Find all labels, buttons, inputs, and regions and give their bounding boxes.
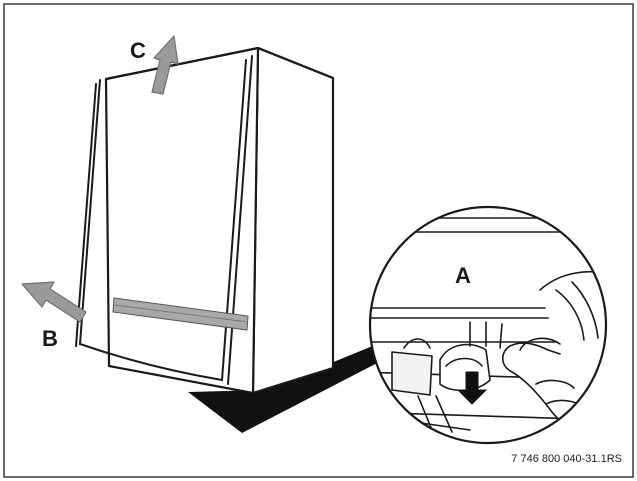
front-casing-panel: [75, 55, 253, 385]
boiler-unit: [104, 46, 335, 395]
detail-magnifier: [368, 205, 608, 445]
arrow-up-right-icon: [151, 35, 179, 95]
arrow-down-icon: [456, 371, 488, 405]
boiler-front-face: [104, 46, 260, 395]
detail-pointer-wedge: [188, 345, 383, 433]
label-b: B: [42, 326, 58, 351]
arrow-up-left-icon: [21, 281, 87, 323]
label-c: C: [130, 38, 146, 63]
panel-stripe: [112, 297, 249, 331]
reference-code: 7 746 800 040-31.1RS: [511, 453, 622, 465]
boiler-side-face: [251, 46, 335, 395]
label-a: A: [455, 263, 471, 288]
